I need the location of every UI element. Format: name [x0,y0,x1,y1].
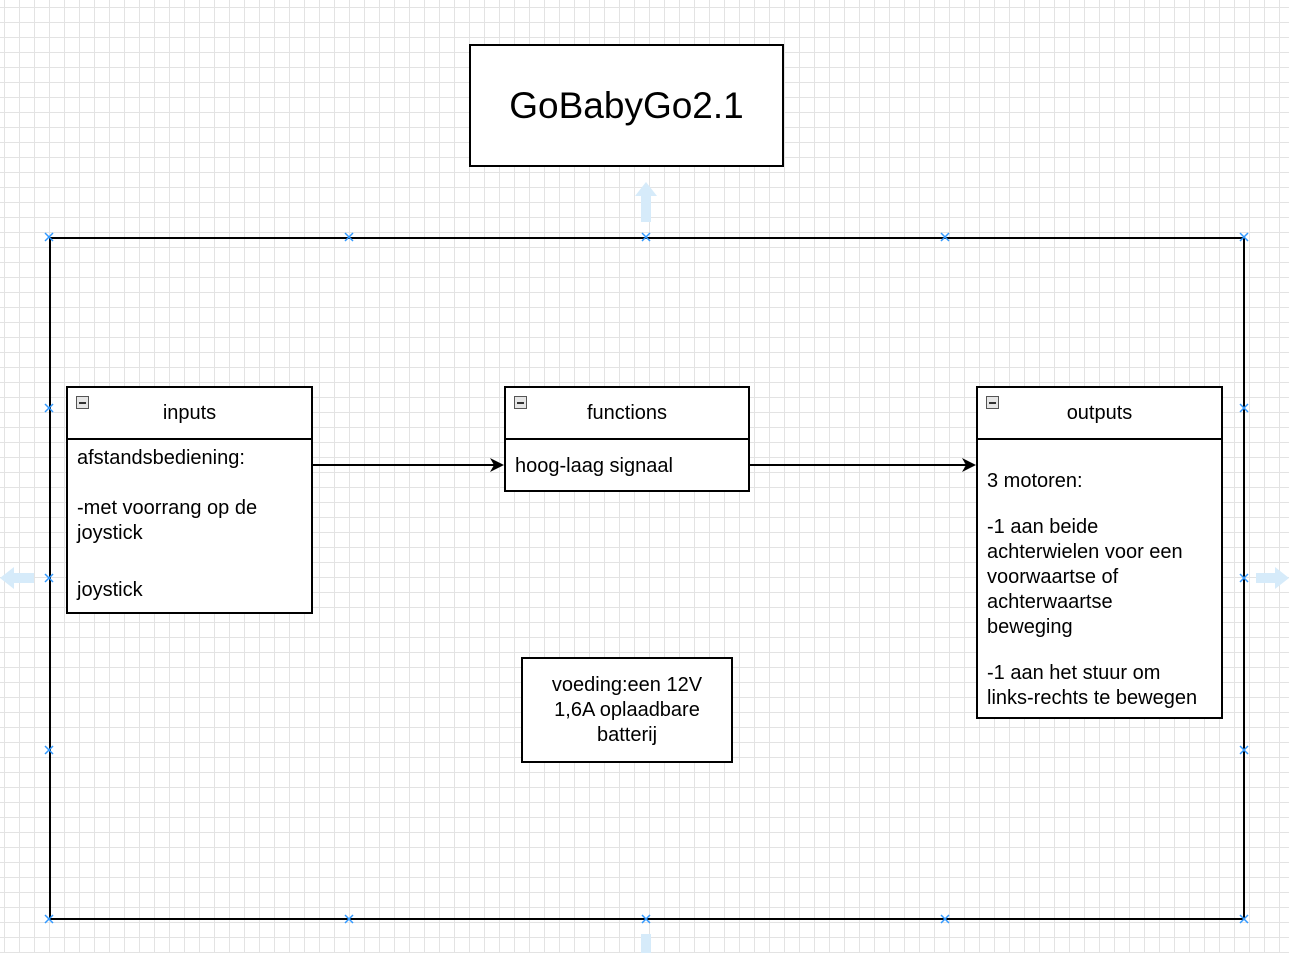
inputs-line: joystick [77,522,143,544]
power-supply-note[interactable]: voeding:een 12V 1,6A oplaadbare batterij [521,657,733,763]
hover-arrow-icon [0,567,34,589]
outputs-line: beweging [987,616,1073,638]
outputs-line: 3 motoren: [987,470,1083,492]
outputs-line [987,640,1212,661]
note-line: batterij [596,723,658,746]
hover-arrow-icon [1256,567,1289,589]
collapse-icon[interactable] [76,396,89,409]
inputs-card[interactable]: inputs afstandsbediening: -met voorrang … [66,386,313,614]
title-box[interactable]: GoBabyGo2.1 [469,44,784,167]
outputs-card[interactable]: outputs 3 motoren: -1 aan beide achterwi… [976,386,1223,719]
hover-arrow-icon [641,934,651,953]
functions-title: functions [586,401,668,424]
note-line: 1,6A oplaadbare [554,698,700,721]
inputs-line [77,471,302,496]
inputs-line: afstandsbediening: [77,447,245,469]
inputs-line: -met voorrang op de [77,497,258,519]
outputs-line: voorwaartse of [987,566,1119,588]
hover-arrow-icon [635,182,657,222]
functions-line: hoog-laag signaal [515,455,673,477]
functions-card[interactable]: functions hoog-laag signaal [504,386,750,492]
outputs-line [987,494,1212,515]
outputs-body: 3 motoren: -1 aan beide achterwielen voo… [978,440,1221,711]
outputs-line: links-rechts te bewegen [987,687,1198,709]
note-line: voeding:een 12V [551,673,703,696]
collapse-icon[interactable] [986,396,999,409]
inputs-body: afstandsbediening: -met voorrang op de j… [68,440,311,603]
functions-body: hoog-laag signaal [506,440,748,479]
inputs-header[interactable]: inputs [68,388,311,440]
inputs-line: joystick [77,579,143,601]
diagram-title: GoBabyGo2.1 [509,84,744,126]
collapse-icon[interactable] [514,396,527,409]
outputs-line: -1 aan beide [987,516,1099,538]
inputs-line [77,546,302,578]
inputs-title: inputs [162,401,217,424]
outputs-title: outputs [1066,401,1133,424]
outputs-header[interactable]: outputs [978,388,1221,440]
outputs-line: achterwaartse [987,591,1113,613]
outputs-line: achterwielen voor een [987,541,1183,563]
outputs-line: -1 aan het stuur om [987,662,1161,684]
functions-header[interactable]: functions [506,388,748,440]
